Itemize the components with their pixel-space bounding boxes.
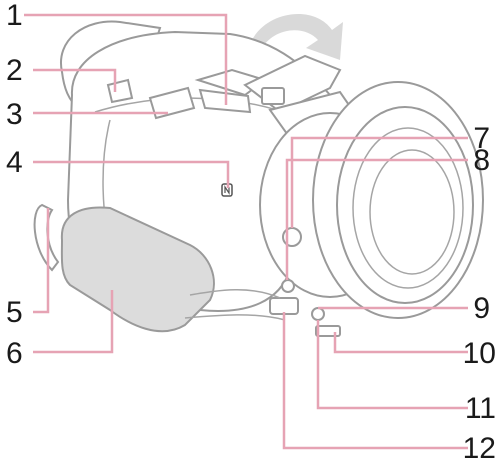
callout-4: 4 [6,146,23,179]
callout-12: 12 [463,432,496,465]
zoom-lever [106,78,134,104]
callout-2: 2 [6,54,23,87]
callout-7: 7 [473,122,490,155]
leader-12 [282,312,468,450]
rotation-arrow-icon [252,13,343,60]
callout-5: 5 [6,296,23,329]
leader-10 [333,332,468,354]
leader-lines [24,13,468,450]
callout-11: 11 [465,392,496,425]
leader-6 [33,290,114,354]
photo-button [148,86,196,120]
leader-7 [290,136,468,228]
callout-1: 1 [6,0,23,32]
callout-6: 6 [6,337,23,370]
leader-4 [33,160,230,188]
shoe-cover [194,54,342,114]
lens-barrel [259,81,484,319]
leader-11 [316,320,468,410]
callout-8: 8 [473,144,490,177]
leader-8 [285,158,468,280]
callout-3: 3 [6,98,23,131]
leader-2 [33,68,117,92]
callout-9: 9 [473,292,490,325]
leader-1 [24,13,228,105]
leader-5 [33,208,50,314]
callout-10: 10 [463,337,496,370]
